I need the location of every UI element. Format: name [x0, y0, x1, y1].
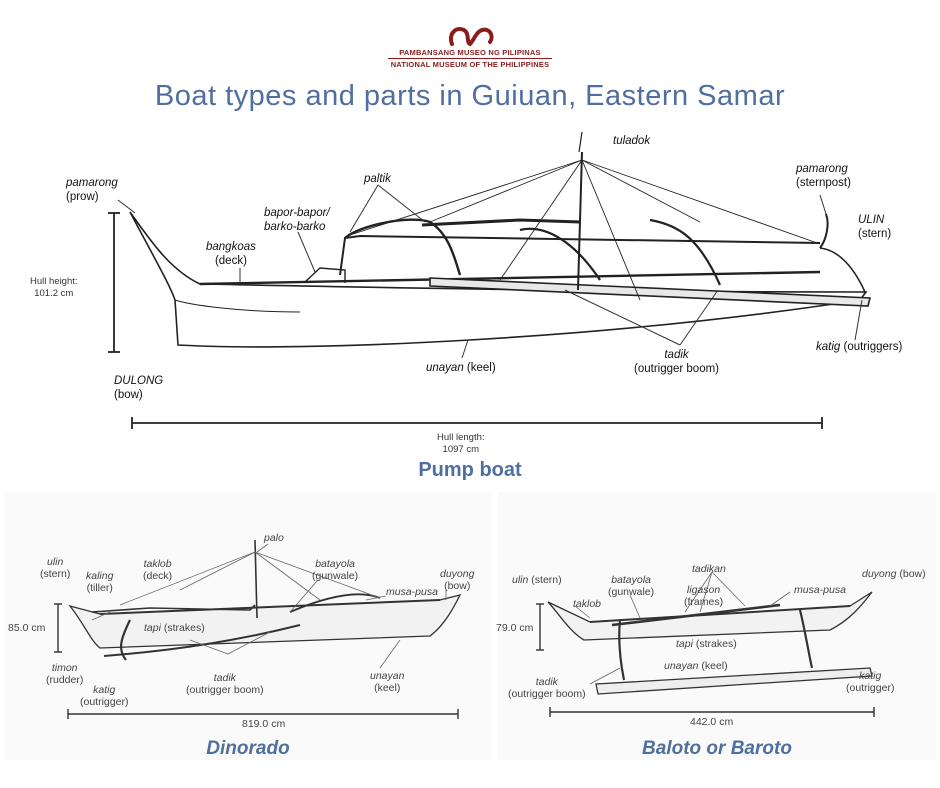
label-d-height: 85.0 cm: [8, 622, 45, 634]
label-b-ligason: ligason(frames): [684, 584, 723, 608]
label-b-duyong: duyong (bow): [862, 568, 926, 580]
label-b-unayan: unayan (keel): [664, 660, 728, 672]
label-palo: palo: [264, 532, 284, 544]
label-b-tadik: tadik(outrigger boom): [508, 676, 586, 700]
label-d-katig: katig(outrigger): [80, 684, 128, 708]
label-d-kaling: kaling(tiller): [86, 570, 113, 594]
label-d-timon: timon(rudder): [46, 662, 83, 686]
label-b-length: 442.0 cm: [690, 716, 733, 728]
label-d-tapi: tapi (strakes): [144, 622, 205, 634]
caption-baloto: Baloto or Baroto: [498, 738, 936, 760]
label-b-height: 79.0 cm: [496, 622, 533, 634]
caption-dinorado: Dinorado: [4, 738, 492, 760]
label-d-tadik: tadik(outrigger boom): [186, 672, 264, 696]
label-b-tadikan: tadikan: [692, 563, 726, 575]
label-b-tapi: tapi (strakes): [676, 638, 737, 650]
label-d-batayola: batayola(gunwale): [312, 558, 358, 582]
baloto-outrigger: [596, 668, 872, 694]
label-d-duyong: duyong(bow): [440, 568, 474, 592]
label-b-katig: katig(outrigger): [846, 670, 894, 694]
label-d-musapusa: musa-pusa: [386, 586, 438, 598]
label-b-taklob: taklob: [573, 598, 601, 610]
label-d-ulin: ulin(stern): [40, 556, 70, 580]
label-d-taklob: taklob(deck): [143, 558, 172, 582]
label-d-unayan: unayan(keel): [370, 670, 404, 694]
label-d-length: 819.0 cm: [242, 718, 285, 730]
label-b-ulin: ulin (stern): [512, 574, 562, 586]
label-b-musapusa: musa-pusa: [794, 584, 846, 596]
label-b-batayola: batayola(gunwale): [608, 574, 654, 598]
